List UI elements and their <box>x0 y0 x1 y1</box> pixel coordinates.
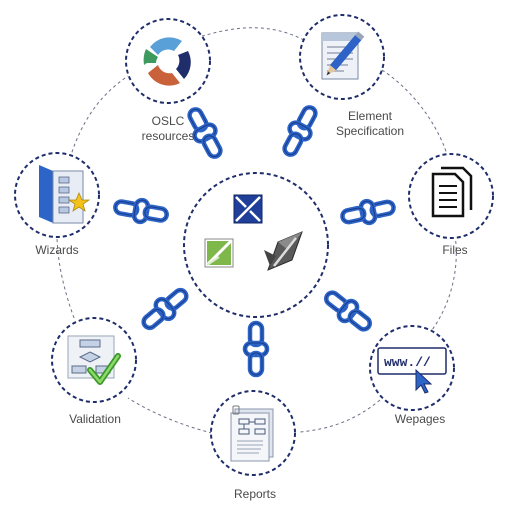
reports-label: Reports <box>215 487 295 502</box>
validation-label: Validation <box>55 412 135 427</box>
chain-wepages-icon <box>323 290 373 332</box>
web-url-cursor-icon: www.// <box>377 347 447 394</box>
oslc-label: OSLC resources <box>118 114 218 144</box>
chain-wizards-icon <box>113 197 169 225</box>
outer-ring <box>56 27 457 434</box>
document-pen-icon <box>321 31 365 80</box>
files-icon <box>431 166 473 218</box>
files-label-line-1: Files <box>442 243 468 257</box>
wizard-book-icon <box>39 165 91 224</box>
wepages-label: Wepages <box>380 412 460 427</box>
wizards-label-line-1: Wizards <box>35 243 79 257</box>
chain-oslc-icon <box>187 107 223 159</box>
reports-label-line-1: Reports <box>233 487 277 501</box>
oslc-node-circle <box>125 18 211 104</box>
ea-logo-green-icon <box>204 238 234 268</box>
element-spec-label-line-2: Specification <box>335 124 405 138</box>
ea-logo-grey-icon <box>264 231 303 271</box>
flowchart-check-icon <box>67 335 121 385</box>
validation-label-line-1: Validation <box>69 412 121 426</box>
element-spec-label: Element Specification <box>310 109 430 139</box>
center-node-circle <box>183 172 329 318</box>
chain-links <box>113 105 396 378</box>
ea-logo-blue-icon <box>233 194 263 224</box>
wepages-label-line-1: Wepages <box>394 412 446 426</box>
chain-reports-icon <box>242 320 270 378</box>
oslc-label-line-2: resources <box>141 129 195 143</box>
report-pages-icon <box>230 405 274 462</box>
chain-element-spec-icon <box>282 105 318 157</box>
url-text: www.// <box>384 355 431 370</box>
wizards-label: Wizards <box>22 243 92 258</box>
oslc-logo-icon <box>143 37 191 86</box>
oslc-label-line-1: OSLC <box>151 114 185 128</box>
chain-files-icon <box>340 198 396 226</box>
chain-validation-icon <box>141 287 189 331</box>
files-label: Files <box>425 243 485 258</box>
enterprise-architect-logos-icon <box>204 194 303 271</box>
element-spec-label-line-1: Element <box>347 109 393 123</box>
